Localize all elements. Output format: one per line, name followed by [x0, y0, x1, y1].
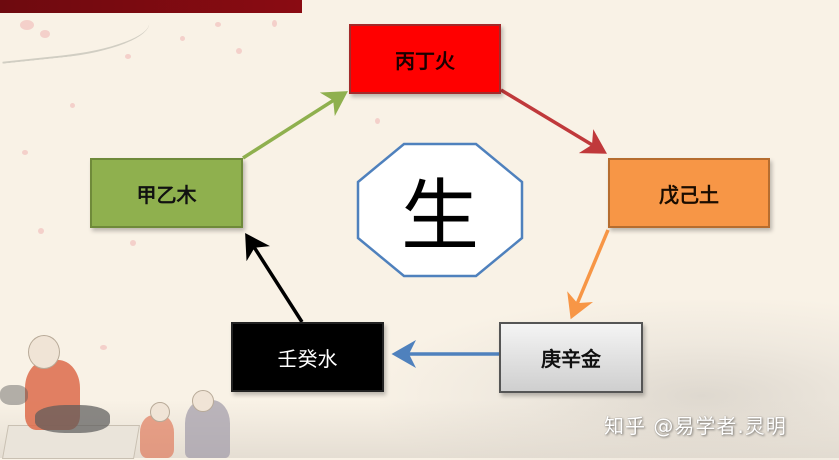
watermark: 知乎 @易学者.灵明: [604, 414, 787, 438]
node-metal: 庚辛金: [499, 322, 643, 393]
node-earth: 戊己土: [608, 158, 770, 228]
blossom-decoration: [236, 48, 242, 54]
arrow-wood-to-fire: [242, 91, 348, 160]
blossom-decoration: [125, 54, 131, 59]
blossom-decoration: [215, 22, 221, 27]
child-head-illustration: [150, 402, 170, 422]
blossom-decoration: [180, 36, 185, 41]
child-robe-illustration: [140, 415, 174, 458]
node-wood-label: 甲乙木: [136, 182, 197, 207]
arrow-earth-to-metal: [567, 229, 610, 320]
blossom-decoration: [40, 30, 50, 38]
top-decorative-bar: [0, 0, 302, 13]
blossom-decoration: [130, 240, 136, 246]
figures-illustration: [0, 330, 230, 459]
ground-background: [0, 400, 839, 458]
blossom-decoration: [70, 103, 75, 108]
node-metal-label: 庚辛金: [541, 347, 601, 371]
blossom-decoration: [20, 20, 34, 30]
node-water-label: 壬癸水: [277, 346, 338, 371]
node-earth-label: 戊己土: [659, 182, 719, 207]
blossom-decoration: [22, 150, 28, 155]
blossom-decoration: [100, 345, 107, 350]
blossom-decoration: [375, 118, 380, 124]
blossom-decoration: [272, 20, 277, 27]
blossom-decoration: [38, 228, 44, 234]
node-fire: 丙丁火: [349, 24, 501, 94]
node-fire-label: 丙丁火: [395, 48, 455, 73]
center-octagon: 生: [356, 142, 524, 278]
arrow-fire-to-earth: [500, 88, 607, 154]
trousers-illustration: [35, 405, 110, 433]
node-wood: 甲乙木: [90, 158, 243, 228]
arrow-water-to-wood: [245, 233, 304, 323]
center-label: 生: [400, 172, 479, 262]
node-water: 壬癸水: [231, 322, 384, 392]
head-illustration: [28, 335, 60, 369]
elder-head-illustration: [192, 390, 214, 412]
fan-illustration: [0, 385, 28, 405]
